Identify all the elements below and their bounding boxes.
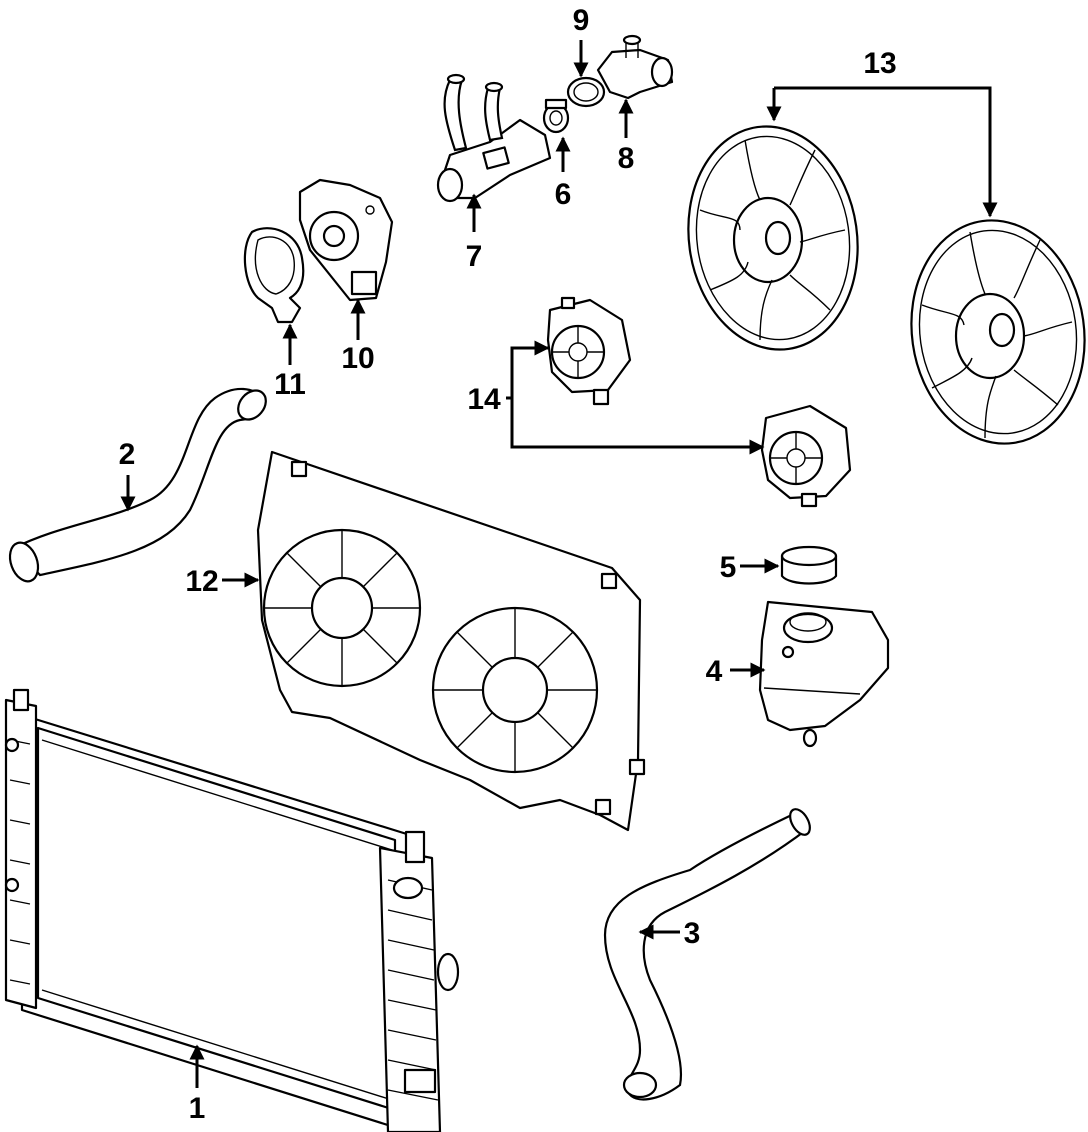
callout-14: 14 [467, 383, 501, 416]
water-pump-gasket [243, 227, 305, 324]
callout-2: 2 [119, 438, 136, 471]
callout-8: 8 [618, 142, 635, 175]
callout-13: 13 [863, 47, 896, 80]
water-pump [298, 178, 394, 302]
callout-5: 5 [720, 551, 737, 584]
coolant-reservoir [758, 600, 890, 748]
thermostat-outlet [596, 34, 674, 100]
callout-11: 11 [274, 368, 306, 401]
fan-blade-right [910, 219, 1086, 445]
fan-motor-lower [760, 404, 852, 508]
callout-7: 7 [466, 240, 483, 273]
callout-9: 9 [573, 4, 590, 37]
callout-1: 1 [189, 1092, 206, 1125]
fan-blade-left [687, 125, 859, 351]
callout-10: 10 [341, 342, 374, 375]
water-outlet-housing [436, 73, 552, 203]
callouts: 1 2 3 4 5 6 7 8 9 10 11 12 13 14 [119, 4, 897, 1125]
gasket [566, 76, 606, 108]
fan-motor-upper [546, 296, 632, 406]
thermostat [542, 98, 570, 134]
upper-radiator-hose [8, 387, 267, 583]
fan-shroud [256, 450, 646, 832]
leader-lines [120, 40, 998, 1088]
radiator [4, 688, 460, 1132]
callout-6: 6 [555, 178, 572, 211]
callout-4: 4 [706, 655, 723, 688]
leader-14a [510, 340, 550, 398]
reservoir-cap [780, 545, 838, 585]
callout-12: 12 [185, 565, 218, 598]
leader-14b [510, 398, 765, 455]
callout-3: 3 [684, 917, 701, 950]
lower-radiator-hose [603, 808, 811, 1101]
